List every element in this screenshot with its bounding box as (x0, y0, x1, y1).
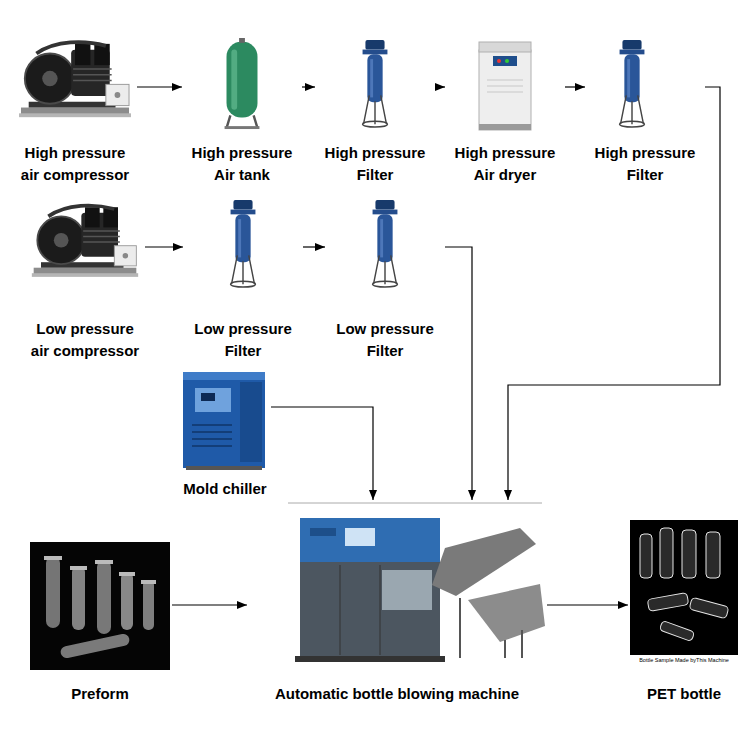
chiller-picture (183, 372, 265, 470)
machine-plate (310, 528, 336, 536)
preform-ring (95, 560, 113, 564)
preform-tube (60, 633, 131, 659)
equipment-label: High pressure Air tank (186, 142, 298, 186)
equipment-node: Low pressure Filter (325, 198, 445, 362)
equipment-node: Mold chiller (179, 368, 271, 500)
filter-picture (363, 40, 388, 127)
flow-arrow (137, 86, 182, 87)
machine-upper-panel (300, 518, 440, 562)
filter-picture (231, 200, 256, 287)
equipment-node: Low pressure air compressor (25, 198, 145, 362)
preform-ring (70, 566, 87, 570)
equipment-node: Low pressure Filter (183, 198, 303, 362)
bottle-caption-strip (630, 655, 738, 666)
equipment-label: High pressure Filter (589, 142, 701, 186)
compressor-picture (19, 42, 131, 117)
equipment-label: High pressure air compressor (19, 142, 131, 186)
bottle (660, 528, 673, 578)
machine-window (382, 570, 432, 610)
caption-text: Bottle Sample Made byThis Machine (630, 656, 738, 665)
chiller-side (240, 382, 262, 462)
filter-picture (620, 40, 645, 127)
equipment-label: High pressure Air dryer (449, 142, 561, 186)
flow-arrow (303, 246, 325, 247)
equipment-label: Automatic bottle blowing machine (275, 683, 519, 705)
machine-lower-body (300, 560, 440, 658)
conveyor (432, 528, 536, 596)
equipment-label: Preform (71, 683, 129, 705)
flow-arrow (172, 604, 247, 605)
equipment-node: Preform (28, 540, 172, 705)
blowing-machine-picture (288, 503, 545, 662)
flow-arrow (271, 407, 373, 500)
flow-arrow (302, 86, 315, 87)
filter-picture (373, 200, 398, 287)
preform-ground (30, 542, 170, 670)
flow-arrow (445, 247, 472, 500)
preform-tube (72, 566, 85, 630)
preform-ring (119, 572, 135, 576)
chiller-grille (192, 425, 232, 446)
frame-line (288, 503, 542, 504)
bottle (647, 593, 688, 612)
equipment-label: PET bottle (647, 683, 721, 705)
flow-arrow (547, 604, 628, 605)
chiller-body (183, 372, 265, 468)
compressor-picture (32, 206, 138, 277)
bottle (682, 530, 696, 578)
equipment-node: High pressure Filter (315, 38, 435, 186)
air-tank-picture (225, 38, 260, 129)
equipment-node: High pressure Air dryer (445, 38, 565, 186)
machine-screen (345, 528, 375, 546)
equipment-node: High pressure Filter (585, 38, 705, 186)
preform-picture (30, 542, 170, 670)
hopper (468, 584, 545, 642)
equipment-label: Low pressure Filter (187, 318, 299, 362)
equipment-node: High pressure Air tank (182, 38, 302, 186)
bottle (659, 620, 694, 641)
preform-ring (44, 556, 62, 560)
chiller-panel (195, 388, 231, 412)
air-dryer-picture (479, 42, 531, 130)
equipment-label: Low pressure Filter (329, 318, 441, 362)
flow-arrow (565, 86, 585, 87)
preform-ring (141, 580, 156, 584)
machine-base (295, 656, 445, 662)
preform-tube (46, 556, 60, 628)
bottle (640, 534, 652, 578)
equipment-label: Low pressure air compressor (29, 318, 141, 362)
equipment-label: High pressure Filter (319, 142, 431, 186)
bottle-ground (630, 520, 738, 656)
chiller-display (201, 393, 215, 401)
pet-bottle-picture (630, 520, 738, 666)
chiller-top (183, 372, 265, 380)
machine-doors (340, 565, 380, 655)
equipment-node: High pressure air compressor (13, 38, 137, 186)
preform-tube (121, 572, 133, 630)
hopper-legs (460, 598, 522, 658)
flow-arrow (145, 246, 183, 247)
equipment-node: PET bottle (628, 518, 740, 705)
equipment-label: Mold chiller (183, 478, 266, 500)
chiller-base (186, 466, 262, 470)
equipment-node: Automatic bottle blowing machine (247, 500, 547, 705)
preform-tube (97, 560, 111, 634)
preform-tube (143, 580, 154, 630)
flow-arrow (435, 86, 445, 87)
bottle (689, 597, 729, 618)
bottle (706, 532, 720, 578)
